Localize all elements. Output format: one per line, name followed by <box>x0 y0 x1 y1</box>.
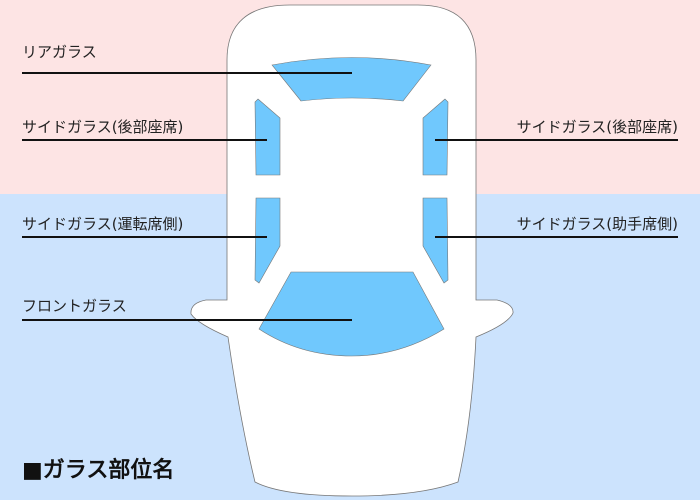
label-side-glass-rear-left: サイドガラス(後部座席) <box>22 118 184 136</box>
front-glass <box>258 271 445 357</box>
label-side-glass-passenger: サイドガラス(助手席側) <box>516 215 678 233</box>
rear-glass <box>271 57 432 102</box>
side-glass-passenger <box>422 197 449 284</box>
label-side-glass-driver: サイドガラス(運転席側) <box>22 215 184 233</box>
side-glass-rear-left <box>254 98 281 176</box>
label-side-glass-rear-right: サイドガラス(後部座席) <box>516 118 678 136</box>
label-front-glass: フロントガラス <box>22 297 127 315</box>
side-glass-rear-right <box>422 98 449 176</box>
side-glass-driver <box>254 197 281 284</box>
label-rear-glass: リアガラス <box>22 43 97 61</box>
diagram-title: ■ガラス部位名 <box>22 458 175 483</box>
